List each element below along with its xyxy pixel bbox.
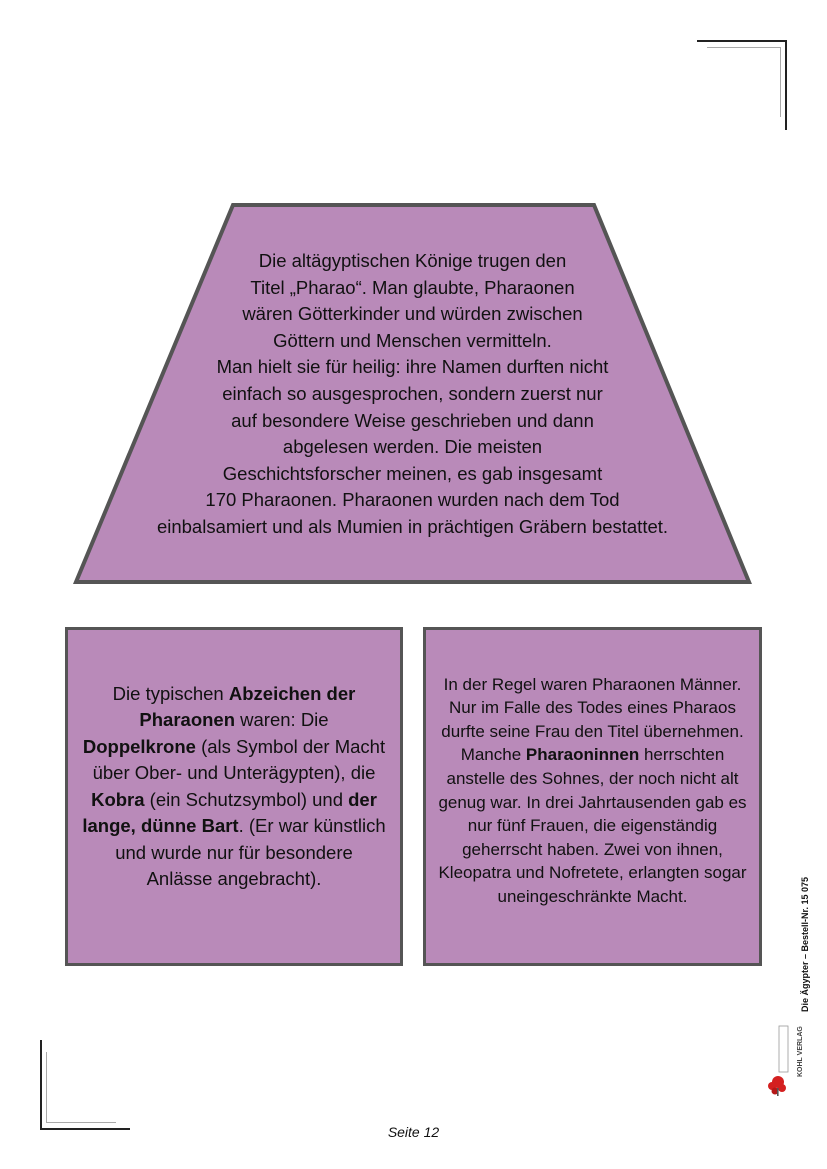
trapezoid-line: einbalsamiert und als Mumien in prächtig… [156, 515, 669, 537]
info-box-female-pharaohs-text: In der Regel waren Pharaonen Männer. Nur… [426, 673, 759, 909]
trapezoid-line: Die altägyptischen Könige trugen den [258, 250, 567, 271]
trapezoid-line: 170 Pharaonen. Pharaonen wurden nach dem… [205, 489, 620, 511]
publisher-name: KOHL VERLAG [797, 1026, 804, 1077]
trapezoid-line: Man hielt sie für heilig: ihre Namen dur… [216, 356, 609, 378]
info-box-insignia: Die typischen Abzeichen der Pharaonen wa… [65, 627, 403, 966]
text-span: In der Regel waren Pharaonen Männer. Nur… [441, 674, 744, 765]
bold-term-pharaohs-female: Pharaoninnen [525, 745, 640, 765]
trapezoid-line: wären Götterkinder und würden zwischen [242, 303, 583, 325]
side-reference-text: Die Ägypter – Bestell-Nr. 15 075 [800, 876, 810, 1012]
text-span: . (Er war künstlich und wurde nur für be… [115, 815, 386, 889]
text-span: waren: Die [235, 709, 329, 730]
bold-term-beard: der lange, dünne Bart [82, 788, 377, 837]
trapezoid-line: Titel „Pharao“. Man glaubte, Pharaonen [250, 276, 575, 298]
page-number: Seite 12 [387, 1124, 440, 1140]
text-span: Die typischen [112, 682, 229, 704]
bold-term-double-crown: Doppelkrone [82, 735, 196, 757]
bold-term-insignia: Abzeichen der Pharaonen [139, 682, 356, 731]
text-span: herrschten anstelle des Sohnes, der noch… [438, 745, 747, 906]
trapezoid-line: Geschichtsforscher meinen, es gab insges… [222, 462, 603, 484]
info-box-insignia-text: Die typischen Abzeichen der Pharaonen wa… [68, 681, 400, 893]
info-box-female-pharaohs: In der Regel waren Pharaonen Männer. Nur… [423, 627, 762, 966]
trapezoid-line: auf besondere Weise geschrieben und dann [231, 409, 594, 431]
trapezoid-line: Göttern und Menschen vermitteln. [273, 329, 552, 351]
text-span: (als Symbol der Macht über Ober- und Unt… [92, 735, 386, 784]
bold-term-cobra: Kobra [91, 788, 145, 810]
publisher-logo-icon [768, 1025, 789, 1096]
text-span: (ein Schutzsymbol) und [144, 788, 349, 810]
trapezoid-line: abgelesen werden. Die meisten [282, 436, 543, 458]
trapezoid-text: Die altägyptischen Könige trugen den Tit… [115, 248, 710, 541]
trapezoid-line: einfach so ausgesprochen, sondern zuerst… [222, 382, 603, 404]
